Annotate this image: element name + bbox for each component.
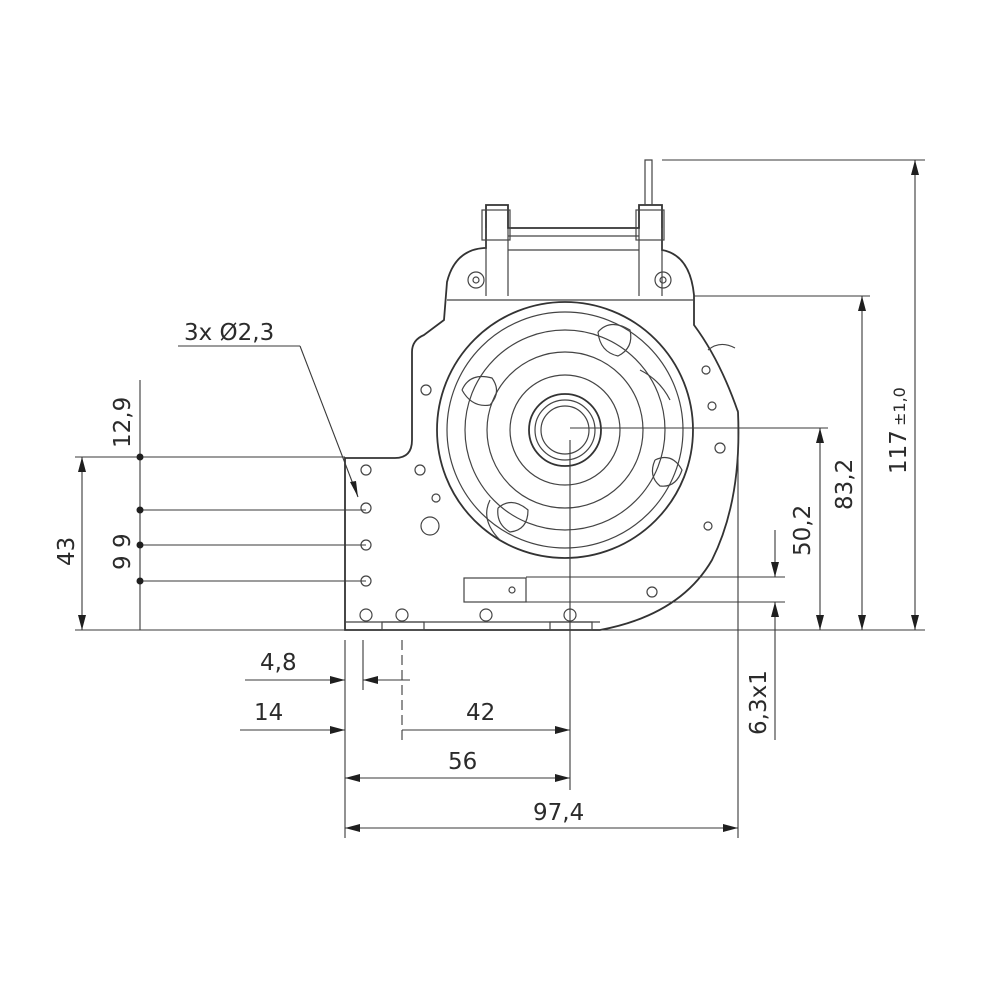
- dim-117: 117: [886, 430, 912, 474]
- dim-50-2: 50,2: [790, 505, 816, 556]
- blower-housing: [344, 159, 740, 631]
- dim-97-4: 97,4: [533, 800, 584, 826]
- dim-117-tolerance: ±1,0: [890, 387, 909, 426]
- terminal-pin: [644, 159, 653, 205]
- dim-56: 56: [448, 749, 477, 775]
- dim-42: 42: [466, 700, 495, 726]
- mounting-holes: [359, 365, 726, 622]
- dim-43: 43: [54, 537, 80, 566]
- housing-outline: [344, 204, 740, 631]
- dimension-labels: 3x Ø2,3 12,9 43 9 9 4,8 14 42 56 97,4 6,…: [54, 320, 912, 826]
- fan-motor: [436, 301, 694, 559]
- hole-1: [360, 502, 372, 514]
- terminal-block: [463, 577, 527, 603]
- dim-12-9: 12,9: [110, 397, 136, 448]
- dim-83-2: 83,2: [832, 459, 858, 510]
- dim-14: 14: [254, 700, 283, 726]
- dim-9-9: 9 9: [110, 533, 136, 570]
- hole-callout-label: 3x Ø2,3: [184, 320, 274, 346]
- motor-hub: [528, 393, 602, 467]
- dim-6-3x1: 6,3x1: [746, 670, 772, 735]
- fan-outer-ring: [436, 301, 694, 559]
- dimension-lines: [75, 159, 925, 838]
- dim-4-8: 4,8: [260, 650, 297, 676]
